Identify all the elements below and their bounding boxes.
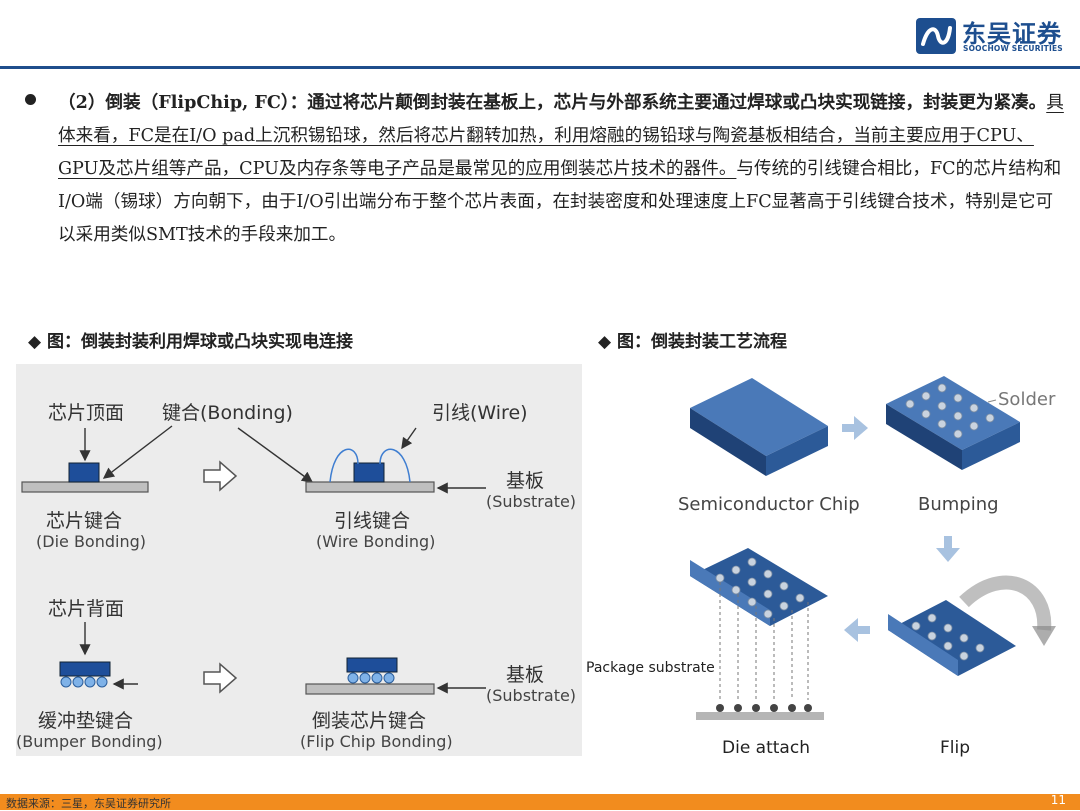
label-package-substrate: Package substrate: [586, 660, 715, 676]
bumps-bumper: [60, 676, 108, 688]
figure-caption-left: ◆ 图：倒装封装利用焊球或凸块实现电连接: [28, 332, 353, 352]
label-solder: Solder: [998, 389, 1056, 410]
wire-arrow: [401, 427, 417, 450]
bonding-arrow-right: [237, 427, 314, 483]
flow-arrow-down-icon: [936, 536, 960, 562]
label-bumping: Bumping: [918, 494, 999, 515]
label-semiconductor-chip: Semiconductor Chip: [678, 494, 860, 515]
label-bumper-bonding-cn: 缓冲垫键合: [38, 710, 134, 732]
label-substrate-en-2: (Substrate): [486, 686, 577, 705]
label-flip-chip-bonding-en: (Flip Chip Bonding): [300, 732, 453, 751]
label-bumper-bonding-en: (Bumper Bonding): [16, 732, 163, 751]
label-substrate-cn-2: 基板: [506, 664, 545, 686]
flip-chip-block: [888, 575, 1056, 676]
label-substrate-cn-1: 基板: [506, 470, 545, 492]
chip-bumper: [59, 661, 111, 677]
flow-arrow-left-icon: [844, 618, 870, 642]
paragraph-bold-intro: （2）倒装（FlipChip, FC）：通过将芯片颠倒封装在基板上，芯片与外部系…: [58, 92, 1047, 113]
flow-arrow-right-icon: [842, 416, 868, 440]
label-die-bonding-en: (Die Bonding): [36, 532, 146, 551]
process-arrow-icon: [203, 460, 238, 492]
flipchip-process-figure: Solder Semiconductor Chip Bumping Packag…: [586, 364, 1080, 784]
label-die-attach: Die attach: [722, 738, 810, 758]
label-chip-top: 芯片顶面: [48, 402, 125, 424]
bonding-comparison-figure: 芯片顶面 键合(Bonding) 引线(Wire) 基板 (Substrate)…: [16, 364, 582, 756]
data-source-note: 数据来源：三星，东吴证券研究所: [6, 797, 171, 810]
figure-caption-right: ◆ 图：倒装封装工艺流程: [598, 332, 787, 352]
body-paragraph: （2）倒装（FlipChip, FC）：通过将芯片颠倒封装在基板上，芯片与外部系…: [58, 86, 1068, 252]
page-number: 11: [1050, 793, 1066, 807]
semiconductor-chip-block: [690, 378, 828, 476]
label-flip: Flip: [940, 738, 971, 758]
process-flow-diagram: [690, 376, 1056, 720]
label-substrate-en-1: (Substrate): [486, 492, 577, 511]
label-bonding: 键合(Bonding): [162, 402, 293, 424]
bumps-flip: [347, 672, 395, 684]
wire-left: [329, 448, 359, 483]
chip-wire-bonding: [353, 462, 385, 483]
wire-right: [379, 448, 411, 483]
label-chip-back: 芯片背面: [48, 598, 125, 620]
label-wire-bonding-en: (Wire Bonding): [316, 532, 436, 551]
die-attach-block: [690, 548, 828, 720]
substrate-flip: [305, 683, 435, 695]
logo-english-text: SOOCHOW SECURITIES: [963, 44, 1063, 53]
label-die-bonding-cn: 芯片键合: [46, 510, 123, 532]
bonding-diagram: [21, 425, 486, 695]
logo-chinese-text: 东吴证券: [962, 20, 1062, 48]
paragraph-underlined-text: 具体来看，FC是在I/O pad上沉积锡铅球，然后将芯片翻转加热，利用熔融的锡铅…: [58, 93, 1064, 179]
bullet-icon: [25, 94, 36, 105]
substrate-wire-bonding: [305, 481, 435, 493]
header-divider: [0, 66, 1080, 69]
package-substrate-bar: [696, 712, 824, 720]
process-arrow-icon-2: [203, 662, 238, 694]
chip-die-bonding: [68, 462, 100, 483]
bonding-arrow-left: [102, 425, 173, 479]
chip-flip: [346, 657, 398, 673]
paragraph-rest-text: 与传统的引线键合相比，FC的芯片结构和I/O端（锡球）方向朝下，由于I/O引出端…: [58, 159, 1062, 245]
soochow-logo-icon: [916, 18, 956, 54]
solder-pointer: [987, 399, 997, 403]
bumping-chip-block: [886, 376, 1020, 470]
substrate-die-bonding: [21, 481, 149, 493]
brand-logo: 东吴证券 SOOCHOW SECURITIES: [916, 16, 1072, 60]
label-wire-bonding-cn: 引线键合: [334, 510, 411, 532]
label-flip-chip-bonding-cn: 倒装芯片键合: [312, 710, 427, 732]
footer-bar: [0, 794, 1080, 810]
label-wire: 引线(Wire): [432, 402, 528, 424]
